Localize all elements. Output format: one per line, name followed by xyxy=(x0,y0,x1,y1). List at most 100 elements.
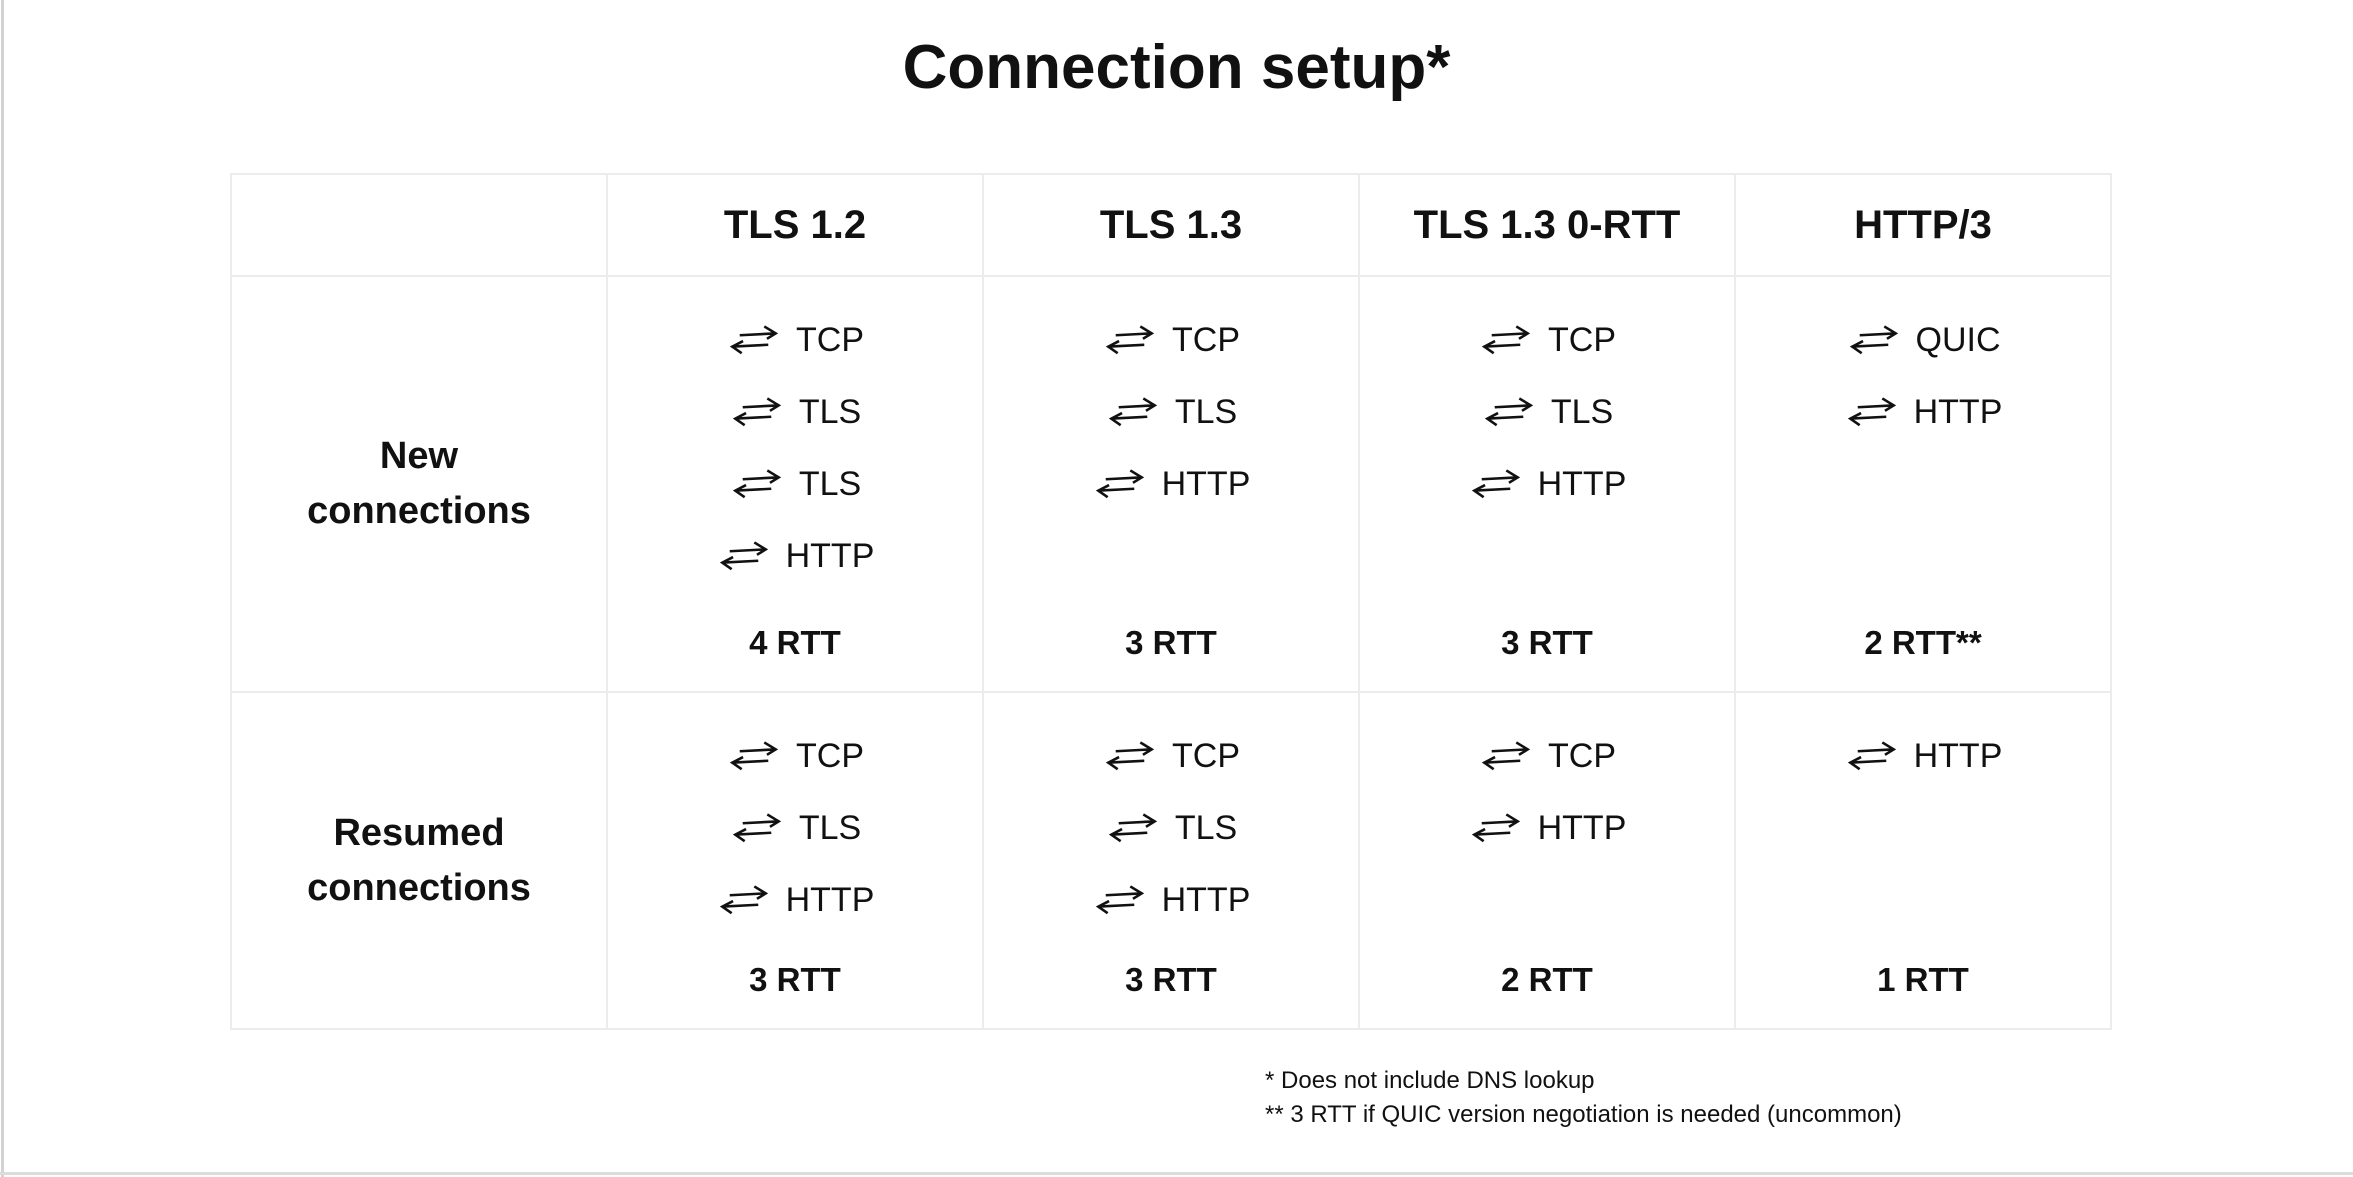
round-trip-arrows-icon xyxy=(1847,741,1896,771)
protocol-label: HTTP xyxy=(1537,808,1627,847)
handshake-step: TLS xyxy=(1105,808,1237,848)
handshake-step: HTTP xyxy=(716,880,875,920)
rtt-label: 3 RTT xyxy=(1501,624,1593,661)
page-left-edge xyxy=(1,0,4,1177)
handshake-cell: TCP TLS HTTP 3 RTT xyxy=(608,693,984,1030)
protocol-label: TCP xyxy=(796,736,864,775)
round-trip-arrows-icon xyxy=(719,885,768,915)
handshake-step: HTTP xyxy=(1844,736,2003,776)
corner-header-cell xyxy=(232,175,608,277)
handshake-cell: TCP TLS HTTP 3 RTT xyxy=(984,693,1360,1030)
round-trip-arrows-icon xyxy=(1481,741,1531,771)
round-trip-arrows-icon xyxy=(1095,885,1144,915)
protocol-label: TLS xyxy=(798,808,862,847)
rtt-label: 2 RTT xyxy=(1501,961,1593,998)
handshake-step: TLS xyxy=(729,808,861,848)
round-trip-arrows-icon xyxy=(1849,325,1898,355)
round-trip-arrows-icon xyxy=(1484,397,1533,427)
protocol-label: TCP xyxy=(1548,320,1616,359)
protocol-label: HTTP xyxy=(1161,880,1251,919)
column-header: TLS 1.2 xyxy=(608,175,984,277)
round-trip-arrows-icon xyxy=(1847,397,1896,427)
handshake-steps: TCP TLS HTTP xyxy=(984,320,1358,504)
footnotes: * Does not include DNS lookup ** 3 RTT i… xyxy=(1265,1064,1902,1132)
protocol-label: HTTP xyxy=(1161,464,1251,503)
handshake-step: TCP xyxy=(1102,736,1240,776)
handshake-steps: TCP TLS HTTP xyxy=(608,736,982,920)
protocol-label: QUIC xyxy=(1915,320,2001,359)
protocol-label: TLS xyxy=(1174,392,1238,431)
rtt-label: 2 RTT** xyxy=(1864,624,1982,661)
handshake-steps: HTTP xyxy=(1736,736,2110,776)
protocol-label: HTTP xyxy=(785,880,875,919)
handshake-step: QUIC xyxy=(1846,320,2001,360)
protocol-label: TCP xyxy=(796,320,864,359)
round-trip-arrows-icon xyxy=(1108,397,1157,427)
protocol-label: TLS xyxy=(1174,808,1238,847)
round-trip-arrows-icon xyxy=(1108,813,1157,843)
handshake-step: TCP xyxy=(726,736,864,776)
handshake-steps: TCP HTTP xyxy=(1360,736,1734,848)
handshake-cell: TCP TLS HTTP 3 RTT xyxy=(984,277,1360,693)
handshake-cell: QUIC HTTP 2 RTT** xyxy=(1736,277,2112,693)
round-trip-arrows-icon xyxy=(719,541,768,571)
round-trip-arrows-icon xyxy=(729,325,779,355)
handshake-step: TLS xyxy=(729,464,861,504)
handshake-step: HTTP xyxy=(716,536,875,576)
handshake-step: TCP xyxy=(1478,736,1616,776)
handshake-step: HTTP xyxy=(1092,464,1251,504)
handshake-cell: TCP TLS HTTP 3 RTT xyxy=(1360,277,1736,693)
footnote-dns: * Does not include DNS lookup xyxy=(1265,1067,1595,1094)
handshake-step: HTTP xyxy=(1468,808,1627,848)
handshake-steps: TCP TLS TLS xyxy=(608,320,982,576)
rtt-label: 1 RTT xyxy=(1877,961,1969,998)
protocol-label: TLS xyxy=(798,464,862,503)
column-header: TLS 1.3 xyxy=(984,175,1360,277)
handshake-steps: QUIC HTTP xyxy=(1736,320,2110,432)
round-trip-arrows-icon xyxy=(732,469,781,499)
round-trip-arrows-icon xyxy=(729,741,779,771)
handshake-steps: TCP TLS HTTP xyxy=(1360,320,1734,504)
handshake-step: TLS xyxy=(1481,392,1613,432)
column-header: TLS 1.3 0-RTT xyxy=(1360,175,1736,277)
protocol-label: HTTP xyxy=(1537,464,1627,503)
handshake-cell: TCP HTTP 2 RTT xyxy=(1360,693,1736,1030)
handshake-cell: HTTP 1 RTT xyxy=(1736,693,2112,1030)
protocol-label: TCP xyxy=(1172,736,1240,775)
handshake-step: TLS xyxy=(1105,392,1237,432)
handshake-step: HTTP xyxy=(1844,392,2003,432)
round-trip-arrows-icon xyxy=(1481,325,1531,355)
round-trip-arrows-icon xyxy=(1095,469,1144,499)
protocol-label: TCP xyxy=(1548,736,1616,775)
handshake-step: TLS xyxy=(729,392,861,432)
round-trip-arrows-icon xyxy=(1471,469,1520,499)
rtt-label: 4 RTT xyxy=(749,624,841,661)
handshake-step: HTTP xyxy=(1092,880,1251,920)
round-trip-arrows-icon xyxy=(1105,325,1155,355)
rtt-label: 3 RTT xyxy=(1125,961,1217,998)
handshake-step: TCP xyxy=(726,320,864,360)
protocol-label: HTTP xyxy=(785,536,875,575)
protocol-label: HTTP xyxy=(1913,392,2003,431)
round-trip-arrows-icon xyxy=(1105,741,1155,771)
handshake-steps: TCP TLS HTTP xyxy=(984,736,1358,920)
handshake-cell: TCP TLS TLS xyxy=(608,277,984,693)
protocol-label: TLS xyxy=(798,392,862,431)
protocol-label: TCP xyxy=(1172,320,1240,359)
round-trip-arrows-icon xyxy=(732,397,781,427)
rtt-label: 3 RTT xyxy=(1125,624,1217,661)
round-trip-arrows-icon xyxy=(1471,813,1520,843)
footnote-quic-negotiation: ** 3 RTT if QUIC version negotiation is … xyxy=(1265,1101,1902,1128)
protocol-label: HTTP xyxy=(1913,736,2003,775)
protocol-label: TLS xyxy=(1550,392,1614,431)
handshake-step: TCP xyxy=(1102,320,1240,360)
page-bottom-edge xyxy=(0,1172,2353,1175)
row-label: New connections xyxy=(232,277,608,693)
row-label: Resumed connections xyxy=(232,693,608,1030)
column-header: HTTP/3 xyxy=(1736,175,2112,277)
rtt-label: 3 RTT xyxy=(749,961,841,998)
page-title: Connection setup* xyxy=(902,33,1451,102)
handshake-step: HTTP xyxy=(1468,464,1627,504)
round-trip-arrows-icon xyxy=(732,813,781,843)
